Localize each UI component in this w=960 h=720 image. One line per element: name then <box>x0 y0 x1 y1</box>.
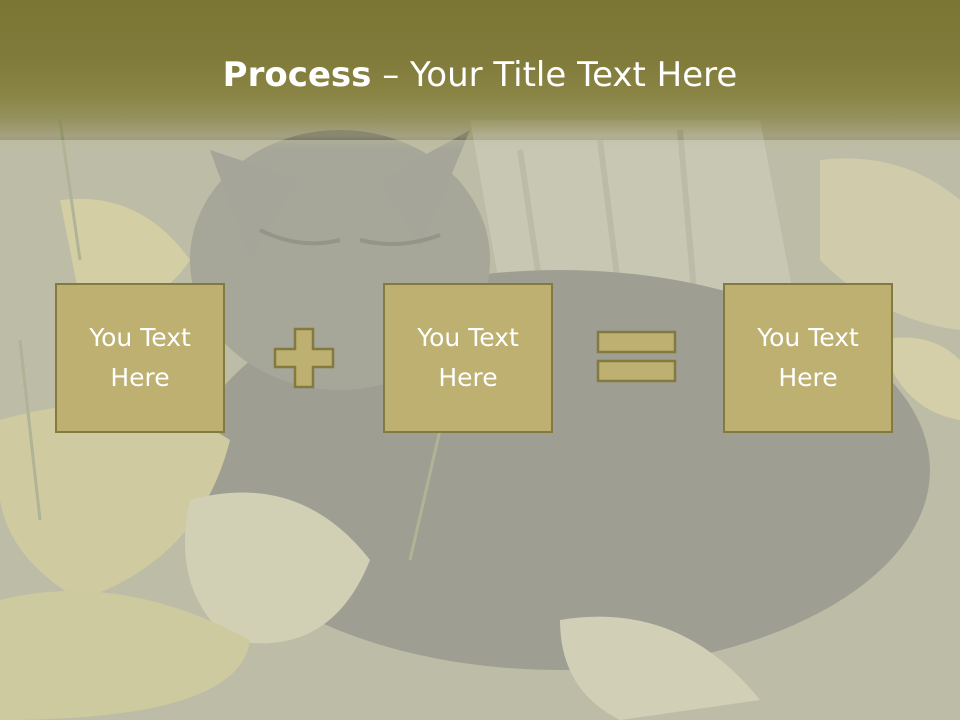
equals-icon <box>596 330 677 383</box>
process-box-2[interactable]: You Text Here <box>383 283 553 433</box>
title-dash: – <box>371 55 411 95</box>
plus-icon <box>273 327 335 389</box>
header-band <box>0 0 960 150</box>
title-rest: Your Title Text Here <box>410 55 738 95</box>
process-box-3[interactable]: You Text Here <box>723 283 893 433</box>
title-bold: Process <box>222 55 372 95</box>
process-box-1-text: You Text Here <box>89 323 191 392</box>
process-box-1[interactable]: You Text Here <box>55 283 225 433</box>
process-box-2-text: You Text Here <box>417 323 519 392</box>
process-box-3-text: You Text Here <box>757 323 859 392</box>
slide-title: Process – Your Title Text Here <box>0 50 960 100</box>
